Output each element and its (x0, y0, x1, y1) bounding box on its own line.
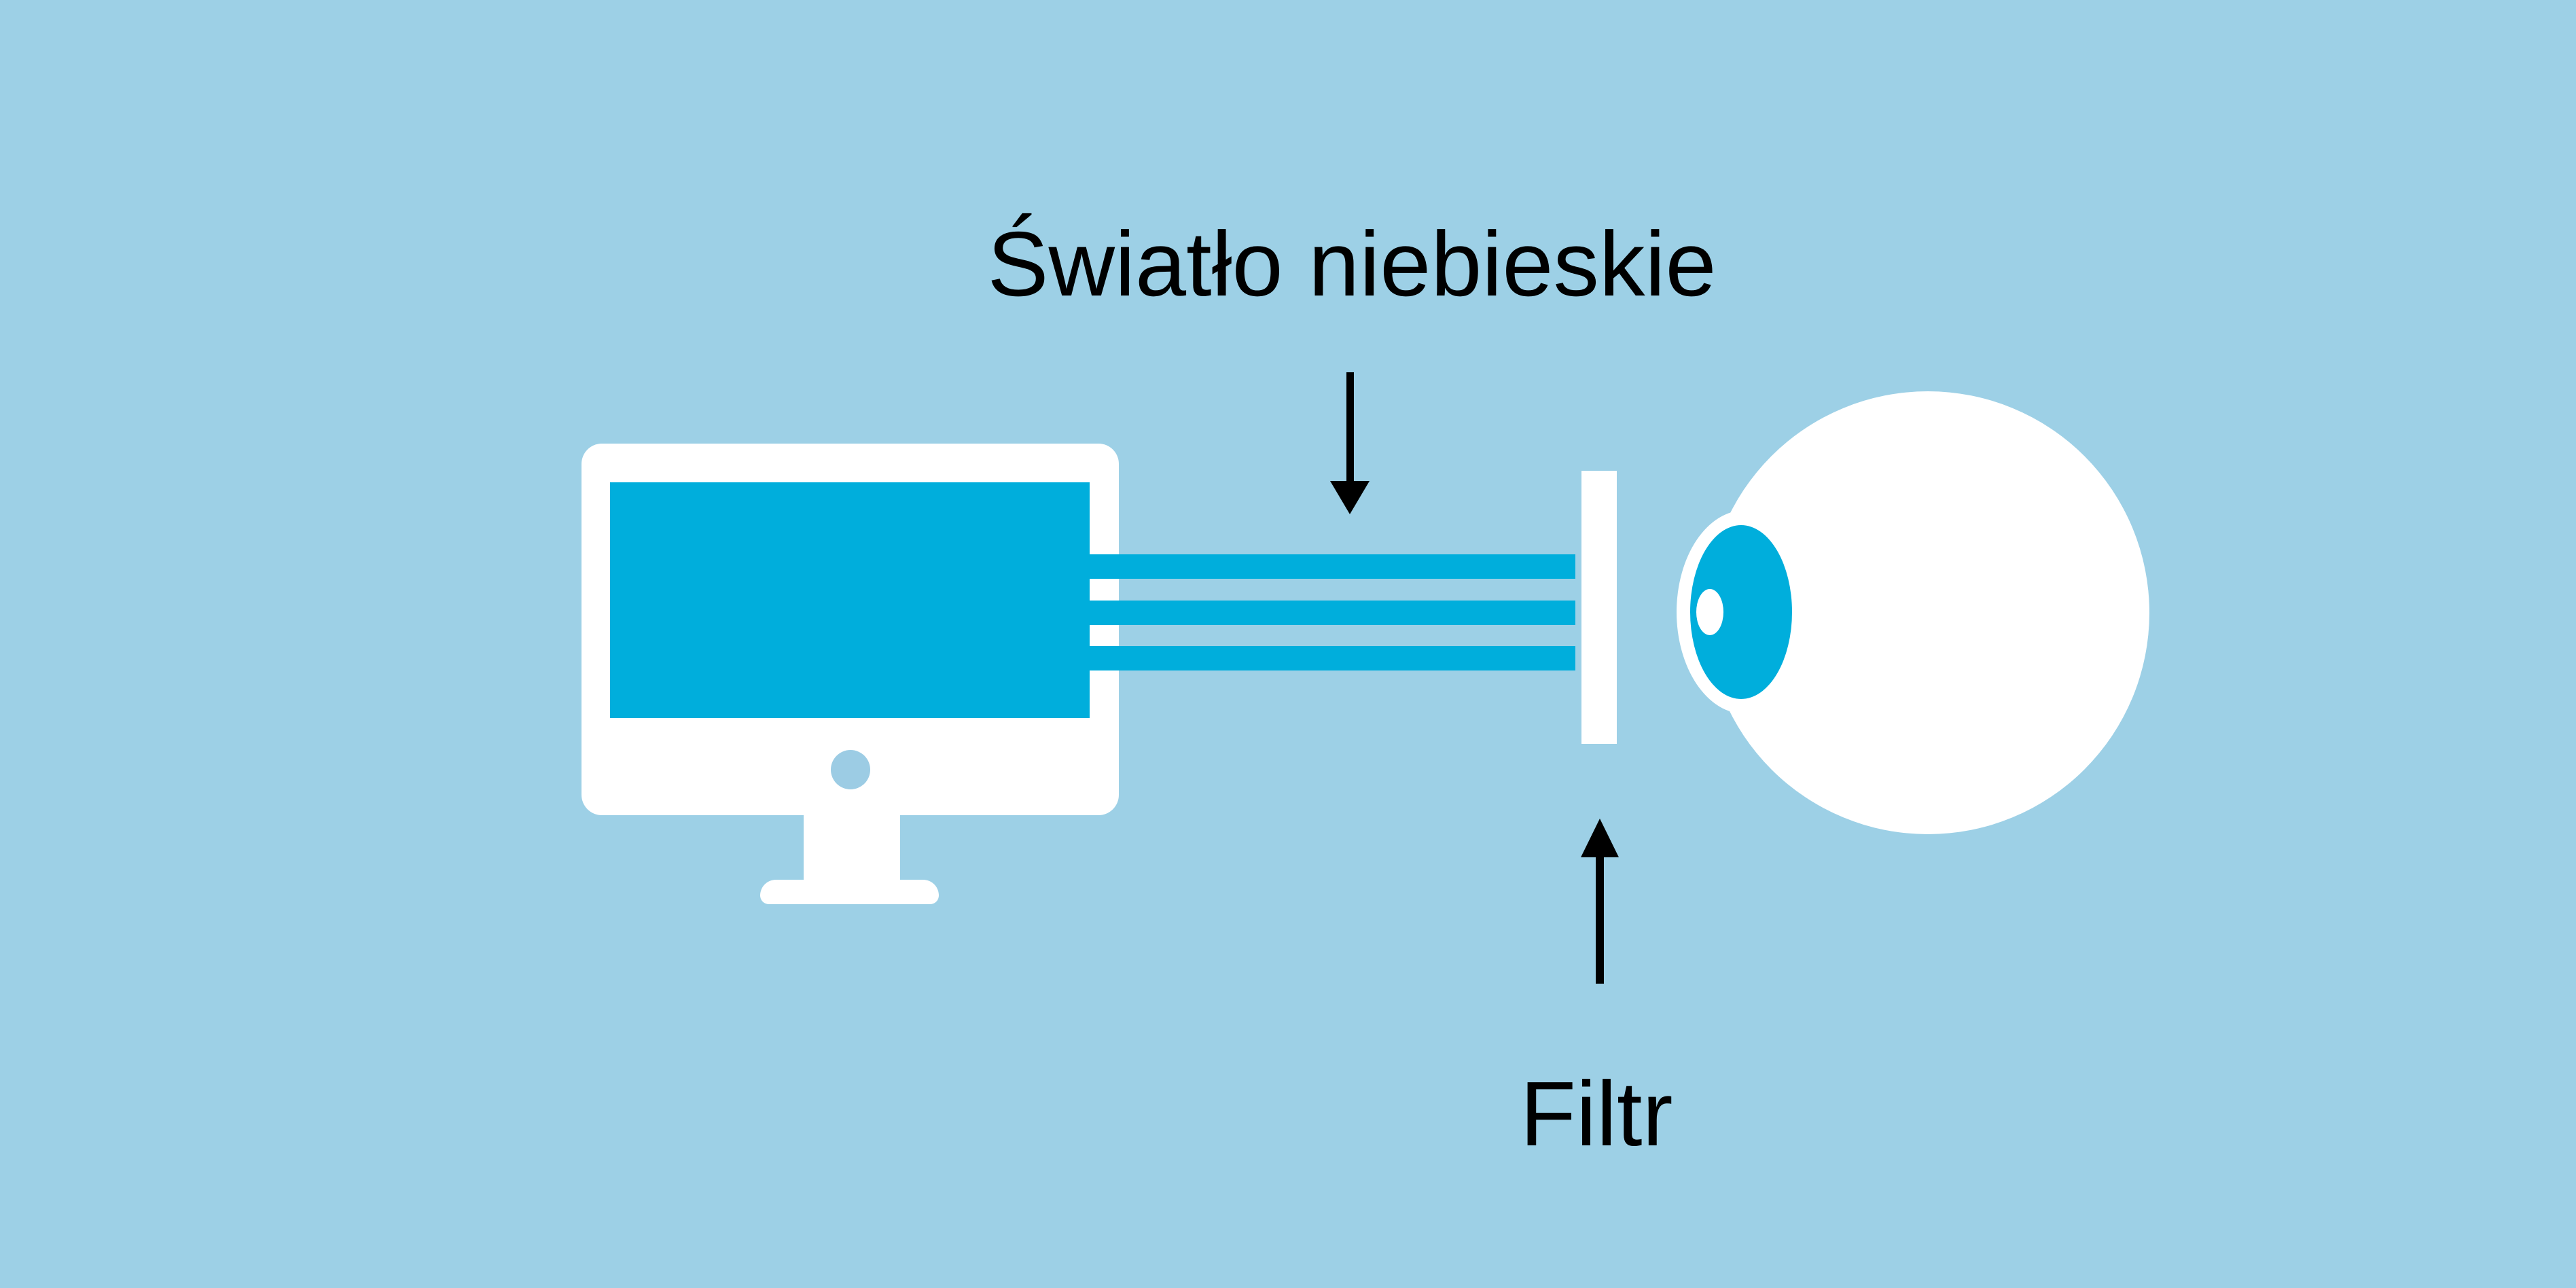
light-beam-middle (1087, 601, 1575, 625)
filter-bar (1581, 471, 1617, 744)
monitor-stand-neck (804, 815, 900, 891)
arrow-up-shaft (1596, 857, 1604, 984)
filter-label: Filtr (1520, 1062, 1673, 1165)
arrow-down-shaft (1346, 372, 1354, 482)
eye-iris-highlight (1696, 589, 1723, 635)
blue-light-label: Światło niebieskie (987, 213, 1717, 315)
arrow-down-head (1330, 481, 1370, 514)
arrow-up-head (1581, 819, 1619, 857)
monitor-power-dot (831, 750, 870, 789)
light-beam-bottom (1087, 646, 1575, 670)
monitor-screen (610, 482, 1090, 718)
monitor-stand-base (760, 880, 939, 904)
light-beam-top (1087, 554, 1575, 579)
